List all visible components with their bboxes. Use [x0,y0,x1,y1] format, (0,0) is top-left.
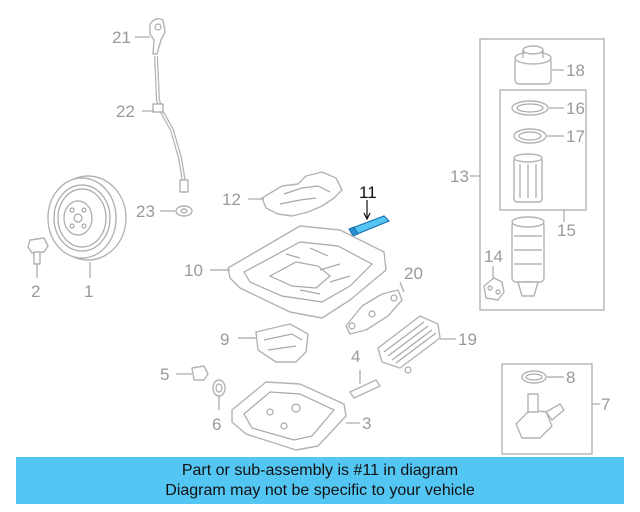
callout-22: 22 [116,102,135,121]
oil-level-sensor [515,393,565,439]
callout-15: 15 [557,221,576,240]
callout-20: 20 [404,264,423,283]
part-4-sensor [349,370,381,399]
part-16-o-ring [511,100,564,116]
callout-21: 21 [112,28,131,47]
part-18-filter-cap [514,45,564,85]
part-6-seal [212,379,226,410]
part-2-bolt [27,237,49,278]
callout-10: 10 [184,261,203,280]
banner-line-2: Diagram may not be specific to your vehi… [165,482,475,499]
part-12-cover-plate [248,171,343,217]
filter-element [513,153,543,203]
callout-7: 7 [601,395,610,414]
part-20-plate [345,281,405,335]
callout-18: 18 [566,61,585,80]
filter-housing [511,216,545,297]
callout-4: 4 [351,347,360,366]
callout-23: 23 [136,202,155,221]
callout-6: 6 [212,415,221,434]
callout-17: 17 [566,127,585,146]
assembly-15-box [499,89,587,211]
callout-19: 19 [458,330,477,349]
part-9-baffle [238,323,309,363]
assembly-13-box [479,38,605,311]
part-19-oil-cooler [377,315,456,374]
part-17-o-ring [513,128,564,144]
info-banner: Part or sub-assembly is #11 in diagram D… [16,457,624,504]
part-14-gasket [483,266,505,301]
part-1-pulley [47,175,127,278]
part-22-dipstick-tube [142,55,189,193]
callout-2: 2 [31,282,40,301]
callout-8: 8 [566,368,575,387]
callout-3: 3 [362,414,371,433]
callout-9: 9 [220,330,229,349]
callout-5: 5 [160,365,169,384]
banner-line-1: Part or sub-assembly is #11 in diagram [181,462,459,479]
part-3-oil-pan [231,381,360,451]
assembly-7-box [501,363,593,455]
part-23-washer [160,205,193,217]
part-21-dipstick-handle [135,17,166,55]
part-11-highlighted [348,200,391,237]
part-10-housing [210,225,387,319]
callout-16: 16 [566,99,585,118]
callout-13: 13 [450,167,469,186]
callout-14: 14 [484,247,503,266]
callout-12: 12 [222,190,241,209]
callout-1: 1 [84,282,93,301]
part-5-drain-plug [176,365,209,381]
part-8-seal [521,370,564,384]
callout-11: 11 [359,183,377,202]
